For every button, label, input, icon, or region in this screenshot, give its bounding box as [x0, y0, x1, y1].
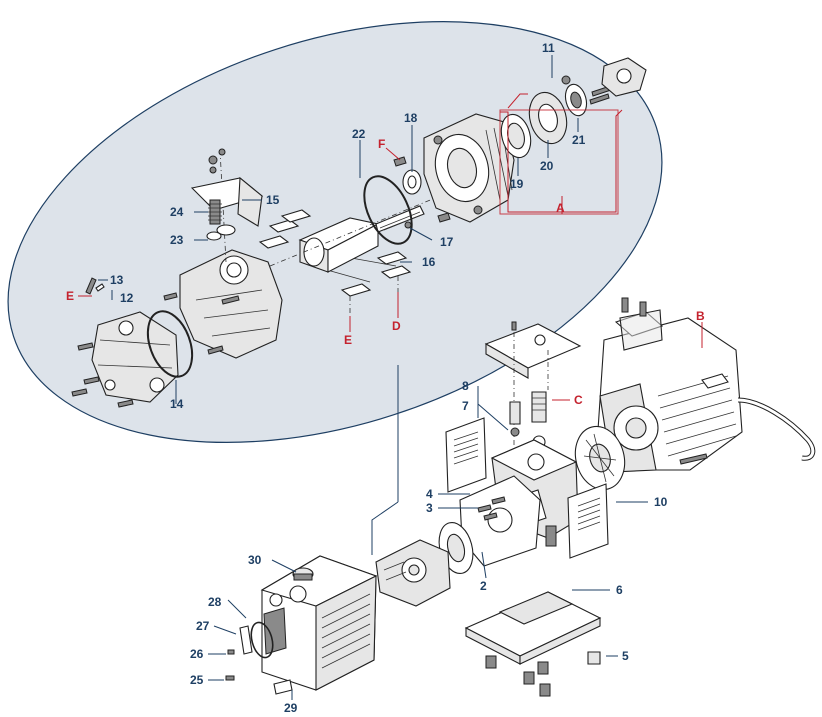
callout-28: 28 [208, 595, 222, 609]
callout-29: 29 [284, 701, 298, 715]
callout-20: 20 [540, 159, 554, 173]
letter-a: A [556, 201, 565, 215]
base-plate [464, 591, 602, 665]
callout-12: 12 [120, 291, 134, 305]
stator-housing [423, 113, 515, 223]
callout-5: 5 [622, 649, 629, 663]
letter-c: C [574, 393, 583, 407]
valve-assembly [190, 148, 264, 263]
sight-glass-parts [225, 621, 274, 681]
part-13 [85, 277, 105, 295]
left-housing [179, 249, 283, 359]
callout-27: 27 [196, 619, 210, 633]
callout-15: 15 [266, 193, 280, 207]
callout-26: 26 [190, 647, 204, 661]
feet [485, 651, 601, 697]
callout-22: 22 [352, 127, 366, 141]
oil-reservoir [260, 555, 378, 695]
letter-d: D [392, 319, 401, 333]
letter-e-lower: E [344, 333, 352, 347]
letter-b: B [696, 309, 705, 323]
callout-3: 3 [426, 501, 433, 515]
kit-a-box [499, 109, 619, 215]
o-ring-22 [363, 175, 413, 245]
callout-18: 18 [404, 111, 418, 125]
motor [597, 297, 816, 473]
letter-f: F [378, 137, 385, 151]
callout-25: 25 [190, 673, 204, 687]
coupling-fan [574, 425, 626, 491]
flange-gasket-inner [446, 533, 466, 563]
callout-14: 14 [170, 397, 184, 411]
cover-bolts [71, 292, 178, 408]
fittings-7-8 [509, 401, 521, 437]
callout-2: 2 [480, 579, 487, 593]
callout-16: 16 [422, 255, 436, 269]
callout-24: 24 [170, 205, 184, 219]
callout-30: 30 [248, 553, 262, 567]
callout-6: 6 [616, 583, 623, 597]
gasket-hole [487, 507, 513, 533]
letter-e-left: E [66, 289, 74, 303]
callout-11: 11 [542, 41, 555, 55]
rotor-shaft [269, 195, 441, 273]
callout-23: 23 [170, 233, 184, 247]
fill-cap [292, 567, 314, 581]
pump-module [375, 539, 451, 607]
detail-leader-2 [371, 501, 399, 555]
callout-13: 13 [110, 273, 124, 287]
side-grille-left [445, 417, 487, 493]
callout-21: 21 [572, 133, 586, 147]
callout-17: 17 [440, 235, 454, 249]
pins [393, 156, 451, 229]
o-ring-14 [146, 310, 194, 378]
callout-10: 10 [654, 495, 668, 509]
callout-7: 7 [462, 399, 469, 413]
side-grille-right [567, 483, 609, 559]
seal-kit-a [500, 57, 647, 159]
callout-leaders [78, 55, 703, 700]
seal-18-inner [407, 175, 417, 189]
callout-8: 8 [462, 379, 469, 393]
top-bracket [484, 321, 582, 460]
callout-19: 19 [510, 177, 524, 191]
screws-3-4 [477, 496, 506, 521]
callout-4: 4 [426, 487, 433, 501]
end-cover [91, 311, 179, 403]
